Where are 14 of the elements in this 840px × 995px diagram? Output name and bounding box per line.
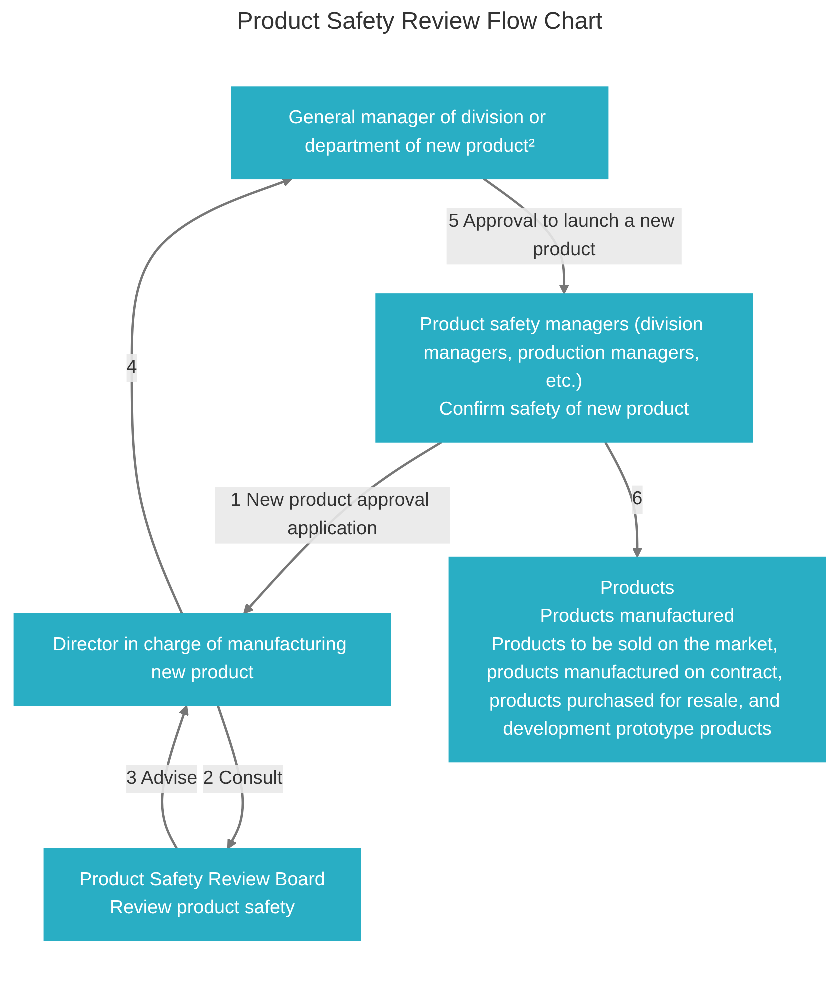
chart-title: Product Safety Review Flow Chart: [236, 8, 604, 36]
node-box: Product Safety Review Board Review product safety: [44, 848, 362, 942]
edge-label: 6: [632, 489, 643, 510]
node-box: Products Products manufactured Products to be sold on the market, products manufactured on contract, products purchased for resale, and development prototype products: [448, 556, 826, 763]
arrow: [130, 177, 293, 614]
edge-label: 2 Consult: [203, 768, 283, 789]
edge-label: 1 New product approval application: [230, 490, 430, 540]
edge-label: 5 Approval to launch a new product: [448, 212, 675, 260]
edge-label: 3 Advise: [126, 768, 198, 789]
node-box: Product safety managers (division managers, production managers, etc.) Confirm safety of new product: [376, 294, 754, 443]
node-box: Director in charge of manufacturing new product: [14, 613, 392, 706]
node-box: General manager of division or department of new product²: [231, 86, 609, 180]
edge-label: 4: [126, 358, 138, 378]
arrow: [604, 442, 643, 558]
